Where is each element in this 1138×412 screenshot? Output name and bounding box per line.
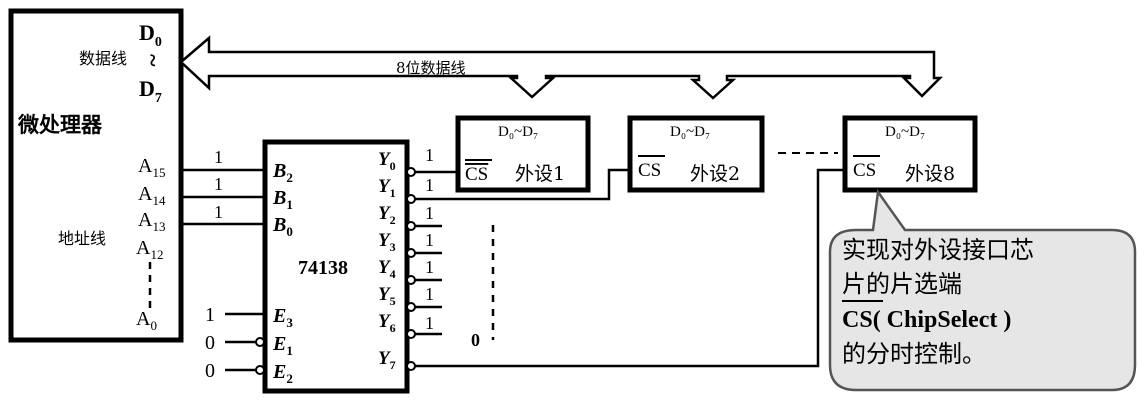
input-value-b1: 1 bbox=[214, 174, 223, 194]
input-value-b0: 1 bbox=[214, 202, 223, 222]
decoder-box bbox=[262, 139, 410, 394]
peripheral-2-data: D₀~D₇ bbox=[670, 124, 710, 140]
decoder-outputs: Y0 Y1 Y2 Y3 Y4 Y5 Y6 Y7 1 1 1 1 1 1 1 0 bbox=[378, 145, 845, 372]
enable-value-e1: 0 bbox=[205, 332, 215, 354]
decoder-output-y3: Y3 bbox=[378, 230, 396, 254]
peripheral-8-cs: CS bbox=[853, 160, 876, 181]
peripheral-8-name: 外设8 bbox=[905, 163, 955, 185]
decoder-enable-e3: E3 bbox=[272, 305, 293, 330]
peripheral-2-name: 外设2 bbox=[690, 163, 740, 185]
decoder-input-b0: B0 bbox=[272, 214, 293, 239]
callout-bubble bbox=[828, 188, 1137, 392]
output-value-y0: 1 bbox=[425, 145, 434, 165]
decoder-output-y7: Y7 bbox=[378, 348, 396, 372]
peripheral-8-data: D₀~D₇ bbox=[885, 124, 925, 140]
cpu-box bbox=[8, 8, 184, 343]
callout-line-1: 实现对外设接口芯 bbox=[842, 236, 1034, 264]
output-value-y5: 1 bbox=[425, 284, 434, 304]
address-pin-a15: A15 bbox=[138, 155, 165, 180]
data-bottom-label: D7 bbox=[139, 76, 162, 106]
decoder-output-y0: Y0 bbox=[378, 149, 396, 173]
peripheral-1-data: D₀~D₇ bbox=[498, 124, 538, 140]
address-pin-a0: A0 bbox=[136, 308, 157, 333]
peripheral-2-cs: CS bbox=[638, 160, 661, 181]
data-bus-arrow bbox=[179, 35, 944, 100]
data-top-label: D0 bbox=[139, 20, 162, 50]
decoder-input-b2: B2 bbox=[272, 160, 293, 185]
decoder-enable-e1: E1 bbox=[272, 333, 293, 358]
peripheral-8: D₀~D₇ CS 外设8 bbox=[842, 115, 978, 193]
decoder-enable-e2: E2 bbox=[272, 361, 293, 386]
bus-label: 8位数据线 bbox=[396, 59, 466, 77]
decoder-output-y2: Y2 bbox=[378, 203, 396, 227]
callout-line-2: 片的片选端 bbox=[842, 270, 962, 298]
peripheral-1-cs: CS bbox=[465, 164, 488, 185]
data-line-label: 数据线 bbox=[79, 49, 127, 68]
decoder-output-y5: Y5 bbox=[378, 284, 396, 308]
callout-line-4: 的分时控制。 bbox=[842, 340, 986, 368]
decoder-output-y1: Y1 bbox=[378, 176, 396, 200]
address-pin-a13: A13 bbox=[138, 209, 165, 234]
decoder-output-y4: Y4 bbox=[378, 257, 396, 281]
input-value-b2: 1 bbox=[214, 147, 223, 167]
address-line-label: 地址线 bbox=[58, 229, 106, 248]
output-value-y3: 1 bbox=[425, 230, 434, 250]
cpu-name: 微处理器 bbox=[17, 112, 103, 137]
output-value-y6: 1 bbox=[425, 313, 434, 333]
callout-line-3: CS( ChipSelect ) bbox=[842, 307, 1011, 333]
output-value-y7: 0 bbox=[471, 330, 480, 350]
data-tilde: ~ bbox=[139, 54, 165, 67]
decoder-input-b1: B1 bbox=[272, 187, 293, 212]
decoder-output-y6: Y6 bbox=[378, 311, 396, 335]
peripheral-1: D₀~D₇ CS 外设1 bbox=[455, 115, 591, 193]
address-pin-a14: A14 bbox=[138, 183, 166, 208]
address-pin-a12: A12 bbox=[136, 237, 163, 262]
enable-value-e3: 1 bbox=[205, 304, 215, 326]
output-value-y2: 1 bbox=[425, 203, 434, 223]
peripheral-1-name: 外设1 bbox=[515, 163, 565, 185]
enable-value-e2: 0 bbox=[205, 360, 215, 382]
output-value-y1: 1 bbox=[425, 175, 434, 195]
output-value-y4: 1 bbox=[425, 257, 434, 277]
decoder-name: 74138 bbox=[298, 257, 348, 279]
peripheral-2: D₀~D₇ CS 外设2 bbox=[627, 115, 765, 193]
